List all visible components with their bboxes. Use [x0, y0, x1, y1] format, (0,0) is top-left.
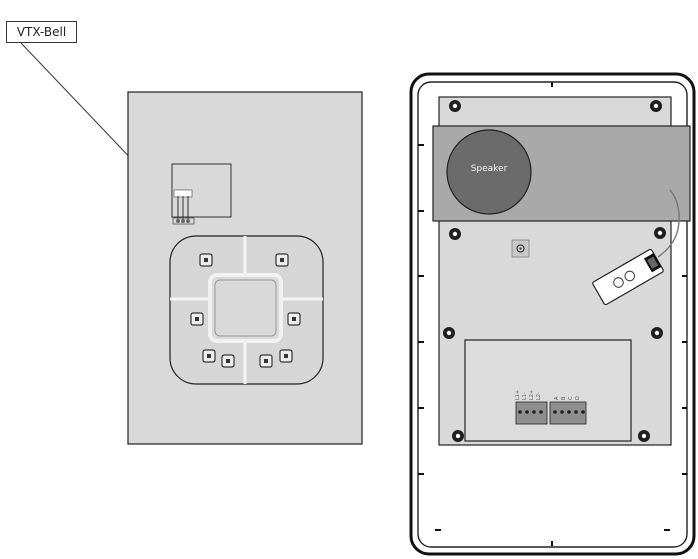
svg-text:L1+: L1+	[515, 390, 521, 400]
terminal-blocks	[515, 401, 587, 425]
module-cable	[657, 189, 680, 258]
mounting-screw-icon	[638, 430, 650, 442]
svg-text:D: D	[575, 396, 581, 400]
vtx-bell-callout-label: VTX-Bell	[6, 21, 77, 43]
svg-text:B: B	[561, 396, 567, 400]
keypad-buttons	[190, 253, 301, 368]
svg-text:L1-: L1-	[522, 392, 528, 400]
mounting-screw-icon	[449, 228, 461, 240]
front-panel	[127, 91, 363, 445]
svg-text:L2-: L2-	[536, 392, 542, 400]
mounting-screw-icon	[452, 430, 464, 442]
svg-text:L2+: L2+	[529, 390, 535, 400]
small-component-icon	[516, 244, 525, 253]
speaker-cone	[446, 129, 532, 215]
svg-text:A: A	[554, 396, 560, 400]
mounting-screw-icon	[650, 100, 662, 112]
mounting-screw-icon	[449, 100, 461, 112]
mounting-screw-icon	[443, 327, 455, 339]
lower-terminal-module	[464, 339, 632, 442]
rear-unit: L1+ L1- L2+ L2- A B C D	[409, 72, 696, 556]
mounting-screw-icon	[654, 227, 666, 239]
svg-text:C: C	[568, 396, 574, 400]
speaker-label: Speaker	[470, 164, 508, 174]
mounting-screws	[443, 100, 666, 442]
rotated-module	[592, 248, 664, 306]
terminal-labels: L1+ L1- L2+ L2- A B C D	[515, 390, 581, 400]
vtx-bell-terminals	[172, 189, 195, 225]
keypad-center-inner	[214, 279, 277, 337]
mounting-screw-icon	[651, 327, 663, 339]
